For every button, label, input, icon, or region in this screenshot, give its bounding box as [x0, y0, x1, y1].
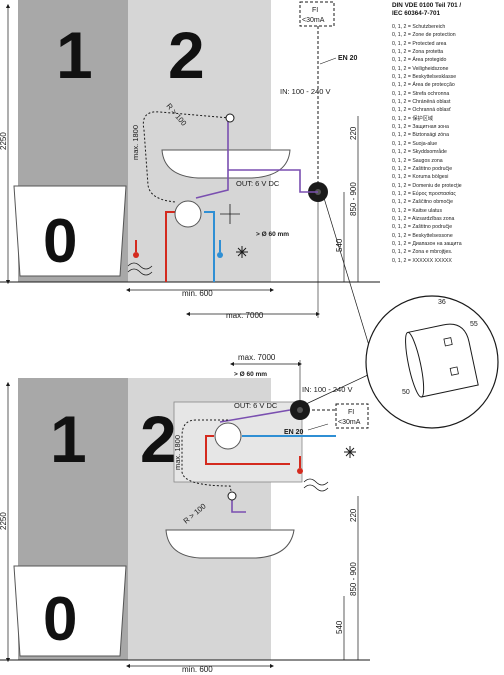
bottom-bathtub: [13, 565, 127, 657]
legend-item: 0, 1, 2 = Εύρος προστασίας: [392, 190, 456, 197]
legend-item: 0, 1, 2 = Zaštitno područje: [392, 224, 453, 231]
bottom-max-1800: max. 1800: [173, 435, 182, 470]
top-washbasin: [161, 149, 291, 179]
top-fi-label: FI: [312, 7, 318, 14]
legend-item: 0, 1, 2 = Защитная зона: [392, 124, 449, 131]
legend-item: 0, 1, 2 = Schutzbereich: [392, 24, 446, 30]
top-min-600: min. 600: [182, 289, 213, 298]
legend-item: 0, 1, 2 = ΧΧΧΧΧΧ ΧΧΧΧΧ: [392, 257, 452, 264]
legend-list: 0, 1, 2 = Schutzbereich 0, 1, 2 = Zone de…: [392, 23, 502, 265]
top-max-7000: max. 7000: [226, 311, 264, 320]
legend-item: 0, 1, 2 = Chráněná oblast: [392, 99, 451, 106]
legend-item: 0, 1, 2 = Domeniu de protecţie: [392, 182, 462, 189]
top-input-label: IN: 100 - 240 V: [280, 87, 330, 96]
cold-thermometer-icon: [217, 240, 223, 258]
bottom-fi-label: FI: [348, 409, 354, 416]
bottom-dim-220: 220: [349, 508, 358, 522]
bottom-en20-label: EN 20: [284, 429, 304, 436]
legend-item: 0, 1, 2 = 保护区域: [392, 115, 434, 122]
top-output-label: OUT: 6 V DC: [236, 179, 280, 188]
legend-item: 0, 1, 2 = Biztonsági zóna: [392, 132, 449, 139]
legend-item: 0, 1, 2 = Zone de protection: [392, 32, 456, 39]
bottom-dim-2250: 2250: [0, 512, 8, 530]
bottom-output-label: OUT: 6 V DC: [234, 401, 278, 410]
bottom-dim-540: 540: [335, 620, 344, 634]
legend-item: 0, 1, 2 = Aizsardzības zona: [392, 215, 455, 222]
detail-dim-50: 50: [402, 389, 410, 396]
legend-item: 0, 1, 2 = Zona protetta: [392, 49, 444, 56]
bottom-fi-value: <30mA: [338, 419, 361, 426]
legend-item: 0, 1, 2 = Zaščitno območje: [392, 199, 453, 206]
top-scene: 1 2 0 FI <30mA EN 20 IN: 100 - 240 V OUT…: [0, 0, 380, 320]
legend-panel: DIN VDE 0100 Teil 701 / IEC 60364-7-701 …: [392, 2, 502, 265]
legend-item: 0, 1, 2 = Veiligheidszone: [392, 65, 449, 72]
legend-item: 0, 1, 2 = Suoja-alue: [392, 140, 438, 147]
legend-item: 0, 1, 2 = Ochranná oblasť: [392, 107, 451, 114]
bottom-max-7000: max. 7000: [238, 353, 276, 362]
top-zone-0-label: 0: [43, 207, 77, 276]
legend-item: 0, 1, 2 = Saugos zona: [392, 157, 443, 164]
bottom-hot-pipe: [205, 435, 290, 465]
bottom-zone-0-label: 0: [43, 585, 77, 654]
legend-item: 0, 1, 2 = Protected area: [392, 40, 447, 47]
top-bathtub: [13, 185, 127, 277]
legend-item: 0, 1, 2 = Strefa ochronna: [392, 90, 450, 97]
legend-item: 0, 1, 2 = Koruma bölgesi: [392, 174, 449, 181]
top-drain: [174, 200, 202, 228]
bottom-drain: [214, 422, 242, 450]
top-dim-220: 220: [349, 126, 358, 140]
bottom-zone-2-label: 2: [140, 402, 177, 476]
bottom-fi-box: [335, 403, 369, 429]
bottom-dim-850-900: 850 - 900: [349, 562, 358, 596]
legend-item: 0, 1, 2 = Área protegido: [392, 57, 447, 64]
top-dim-850-900: 850 - 900: [349, 182, 358, 216]
legend-header-1: DIN VDE 0100 Teil 701 /: [392, 2, 462, 9]
bottom-power-cable: [219, 409, 291, 513]
bottom-washbasin: [165, 529, 295, 559]
legend-item: 0, 1, 2 = Beskyttelsesklasse: [392, 74, 457, 81]
detail-dim-36: 36: [438, 299, 446, 306]
top-zone-2-area: [128, 0, 271, 282]
top-max-1800: max. 1800: [131, 125, 140, 160]
legend-item: 0, 1, 2 = Диапазон на защита: [392, 240, 462, 247]
legend-header-2: IEC 60364-7-701: [392, 10, 440, 17]
socket-detail: [405, 323, 479, 398]
top-cold-pipe: [204, 211, 215, 282]
legend-item: 0, 1, 2 = Área de protecção: [392, 82, 455, 89]
top-power-cable: [195, 116, 318, 199]
top-dashed-loop: [142, 111, 231, 203]
top-dim-540: 540: [335, 238, 344, 252]
thermometer-icon: [127, 240, 153, 276]
bottom-input-label: IN: 100 - 240 V: [302, 385, 352, 394]
legend-item: 0, 1, 2 = Zona e mbrojtjes.: [392, 249, 453, 256]
bottom-scene: 1 2 0 OUT: 6 V DC IN: 100 - 240 V FI <30…: [0, 353, 370, 674]
top-zone-2-label: 2: [168, 18, 205, 92]
legend-item: 0, 1, 2 = Zaštitno područje: [392, 165, 453, 172]
detail-view: 36 55 50: [305, 197, 499, 429]
bottom-diameter: > Ø 60 mm: [234, 371, 267, 378]
snowflake-icon: [236, 246, 248, 258]
bottom-thermometer-icon: [297, 456, 329, 492]
top-dim-2250: 2250: [0, 132, 8, 150]
top-fi-box: [299, 1, 335, 27]
bottom-zone-1-label: 1: [50, 402, 87, 476]
legend-item: 0, 1, 2 = Skyddsområde: [392, 149, 447, 156]
top-en20-label: EN 20: [338, 55, 358, 62]
bottom-snowflake-icon: [344, 446, 356, 458]
top-fi-value: <30mA: [302, 17, 325, 24]
detail-dim-55: 55: [470, 321, 478, 328]
top-diameter: > Ø 60 mm: [256, 231, 289, 238]
legend-item: 0, 1, 2 = Beskyttelsessone: [392, 232, 453, 239]
legend-item: 0, 1, 2 = Kaitse ulatus: [392, 207, 443, 214]
bottom-dashed-loop: [181, 419, 233, 497]
bottom-min-600: min. 600: [182, 665, 213, 674]
top-zone-1-label: 1: [56, 18, 93, 92]
